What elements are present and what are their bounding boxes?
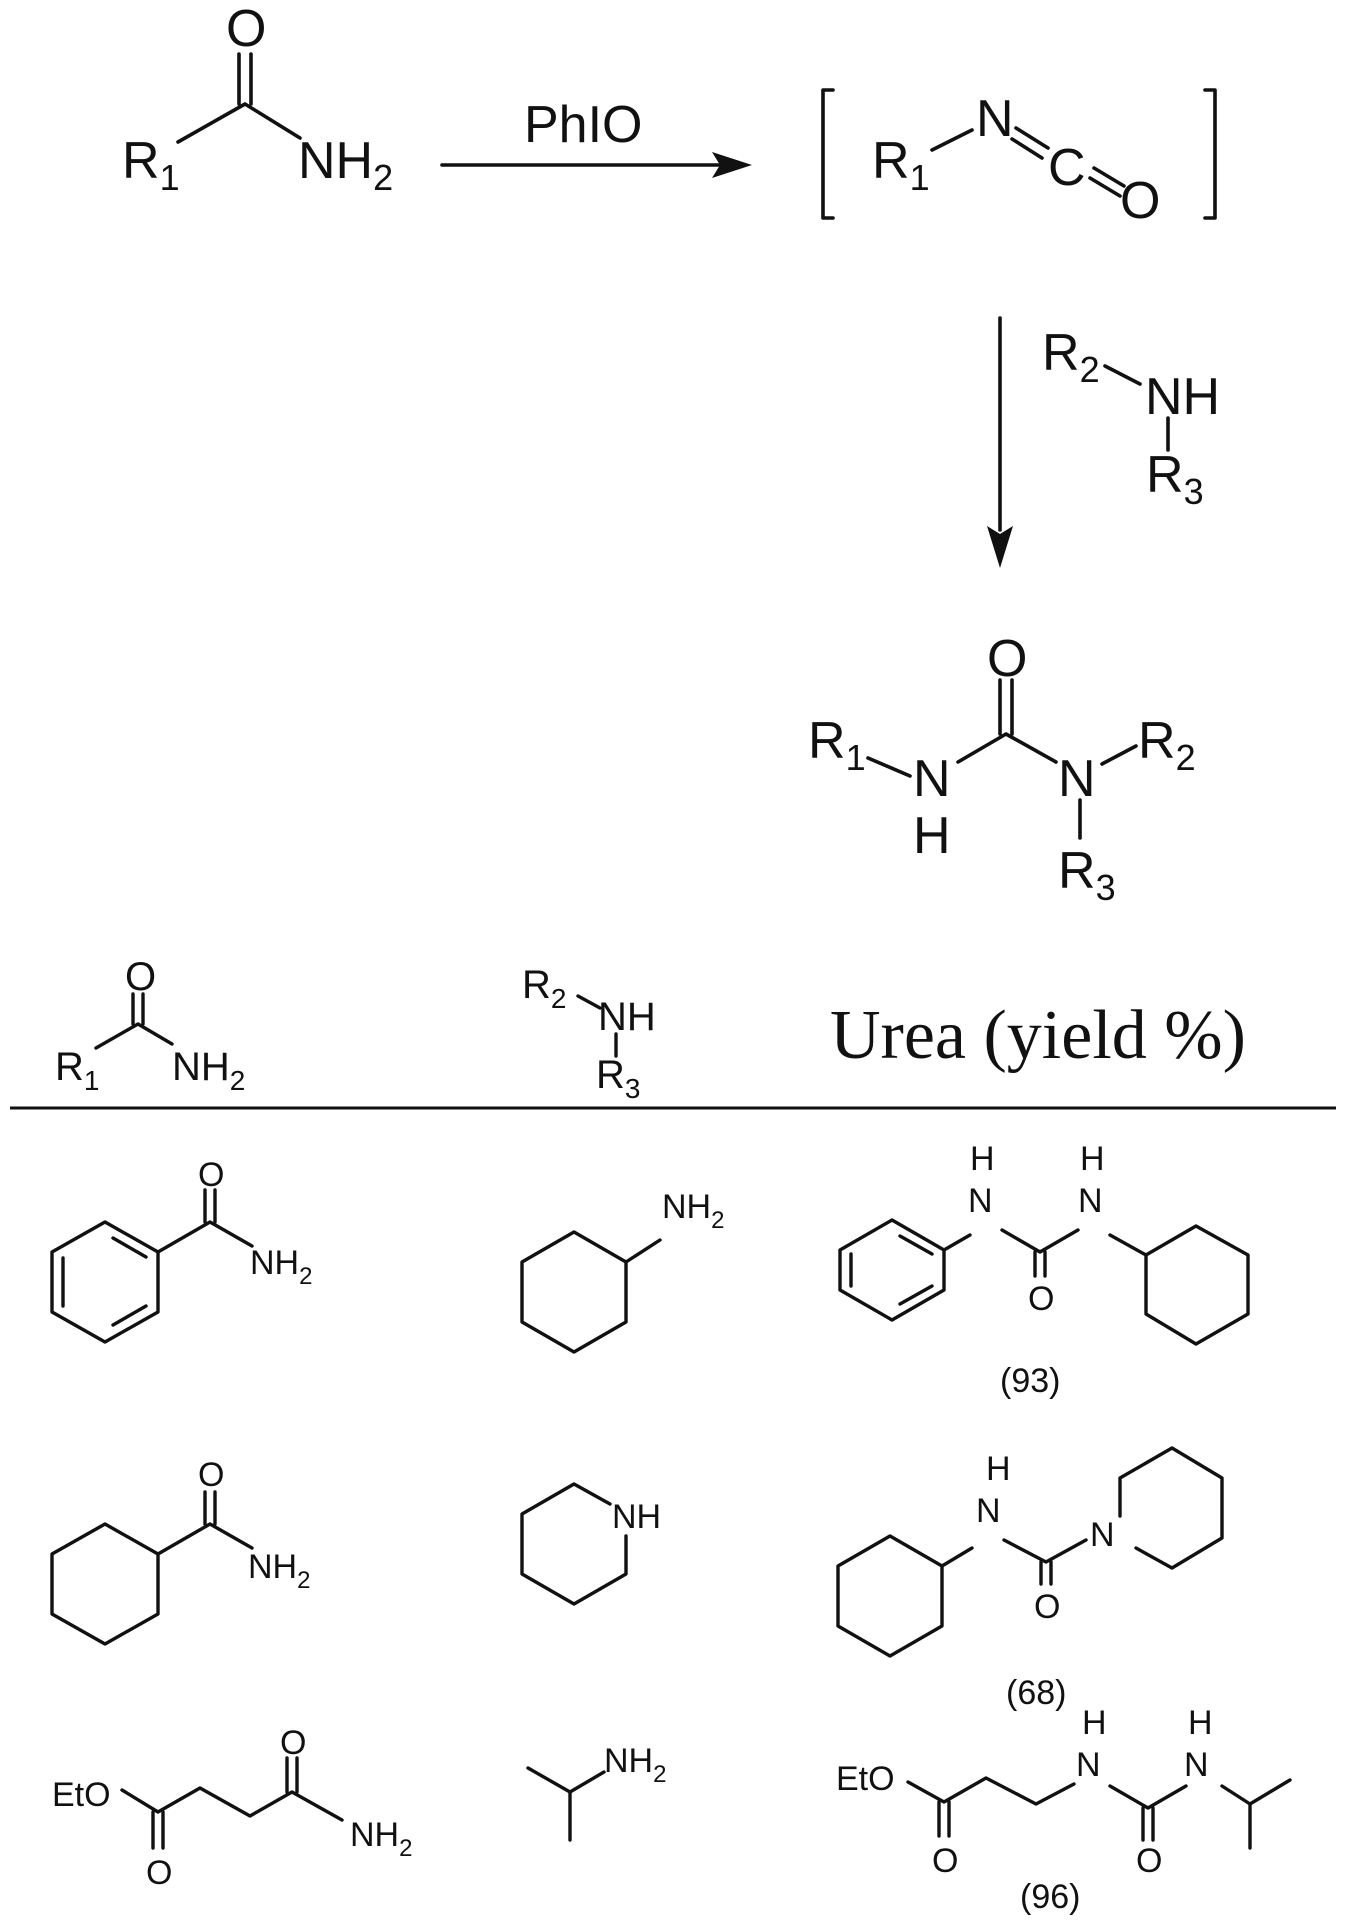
scheme-urea: R1 N H O N R2 R3 <box>808 630 1196 908</box>
row3-urea-o1: O <box>932 1842 958 1880</box>
scheme-isocyanate: R1 N C O <box>821 88 1217 230</box>
row2-amine-nh: NH <box>612 1498 661 1536</box>
row3-amine: NH2 <box>526 1742 666 1842</box>
header-amine-r3: R3 <box>596 1053 640 1104</box>
row3-urea-h2: H <box>1188 1704 1213 1742</box>
header-amine-nh: NH <box>598 995 656 1039</box>
scheme-amide-nh2: NH2 <box>298 132 393 198</box>
table-row: EtO O O NH2 NH2 EtO O H N H N O (96) <box>52 1704 1292 1916</box>
isocyanate-n: N <box>976 90 1014 148</box>
reagent-phio: PhIO <box>524 96 643 154</box>
row1-urea: H N H N O <box>838 1140 1250 1346</box>
row3-amide: EtO O O NH2 <box>52 1724 412 1892</box>
row3-amide-o2: O <box>280 1724 306 1762</box>
row1-yield: (93) <box>1000 1362 1060 1400</box>
row1-urea-n1: N <box>968 1182 993 1220</box>
urea-n: N <box>1058 750 1096 808</box>
row3-amide-eto: EtO <box>52 1776 111 1814</box>
scheme-amine-nh: NH <box>1145 368 1220 426</box>
row1-amide-nh2: NH2 <box>250 1244 312 1290</box>
scheme-amine-r3: R3 <box>1146 446 1204 512</box>
row1-urea-n2: N <box>1078 1182 1103 1220</box>
scheme-amide: R1 O NH2 <box>122 0 393 198</box>
row3-amide-o1: O <box>146 1854 172 1892</box>
row1-urea-h2: H <box>1080 1140 1105 1178</box>
row1-amine-ring: NH2 <box>520 1188 724 1354</box>
isocyanate-c: C <box>1048 139 1086 197</box>
urea-r3: R3 <box>1058 842 1116 908</box>
header-amine-r2: R2 <box>522 963 566 1014</box>
scheme-amide-r1: R1 <box>122 132 180 198</box>
table-row: O NH2 H N H N O (93) <box>50 1140 1250 1400</box>
scheme-arrow-2 <box>987 316 1013 568</box>
row1-amide: O NH2 <box>50 1156 312 1344</box>
row3-yield: (96) <box>1020 1878 1080 1916</box>
header-amine: R2 NH R3 <box>522 963 656 1104</box>
row3-urea: EtO O H N H N O <box>836 1704 1292 1880</box>
row1-urea-h1: H <box>970 1140 995 1178</box>
header-urea-title: Urea (yield %) <box>830 997 1246 1074</box>
row2-urea: H N N O <box>836 1446 1224 1658</box>
header-amide-nh2: NH2 <box>172 1045 245 1096</box>
row3-amide-nh2: NH2 <box>350 1816 412 1862</box>
header-amide-r1: R1 <box>55 1045 99 1096</box>
urea-r2: R2 <box>1138 712 1196 778</box>
scheme-amide-o: O <box>226 0 266 58</box>
row2-amide-o: O <box>198 1456 224 1494</box>
row2-urea-o: O <box>1034 1588 1060 1626</box>
row2-urea-n2: N <box>1090 1516 1115 1554</box>
urea-r1: R1 <box>808 712 866 778</box>
table-header: R1 O NH2 R2 NH R3 Urea (yield %) <box>10 955 1336 1110</box>
row1-urea-o: O <box>1028 1280 1054 1318</box>
row2-yield: (68) <box>1006 1674 1066 1712</box>
scheme-amine-r2: R2 <box>1042 324 1100 390</box>
header-amide: R1 O NH2 <box>55 955 245 1096</box>
scheme-amine: R2 NH R3 <box>1042 324 1220 512</box>
row3-amine-nh2: NH2 <box>604 1742 666 1788</box>
row3-urea-eto: EtO <box>836 1760 895 1798</box>
urea-o: O <box>987 630 1027 688</box>
row2-urea-n1: N <box>976 1492 1001 1530</box>
urea-nh-n: N <box>913 750 951 808</box>
row3-urea-h1: H <box>1082 1704 1107 1742</box>
row3-urea-n1: N <box>1076 1746 1101 1784</box>
urea-nh-h: H <box>913 807 951 865</box>
row2-urea-h1: H <box>986 1450 1011 1488</box>
header-amide-o: O <box>125 955 156 999</box>
row2-amine: NH <box>520 1482 661 1606</box>
scheme-arrow-1: PhIO <box>440 96 752 178</box>
table-row: O NH2 NH H N N O (68) <box>50 1446 1224 1712</box>
isocyanate-r1: R1 <box>872 132 930 198</box>
row3-urea-n2: N <box>1184 1746 1209 1784</box>
isocyanate-o: O <box>1120 172 1160 230</box>
row1-amide-o: O <box>198 1156 224 1194</box>
row1-amine-nh2: NH2 <box>662 1188 724 1234</box>
row3-urea-o2: O <box>1136 1842 1162 1880</box>
row2-amide: O NH2 <box>50 1456 310 1646</box>
row2-amide-nh2: NH2 <box>248 1548 310 1594</box>
